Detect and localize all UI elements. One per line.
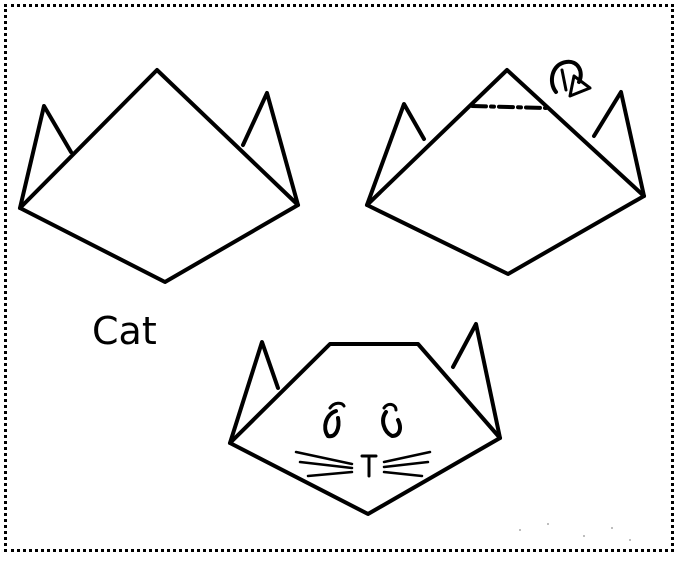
diagram-caption: Cat — [92, 312, 157, 350]
dotted-border — [4, 4, 674, 552]
